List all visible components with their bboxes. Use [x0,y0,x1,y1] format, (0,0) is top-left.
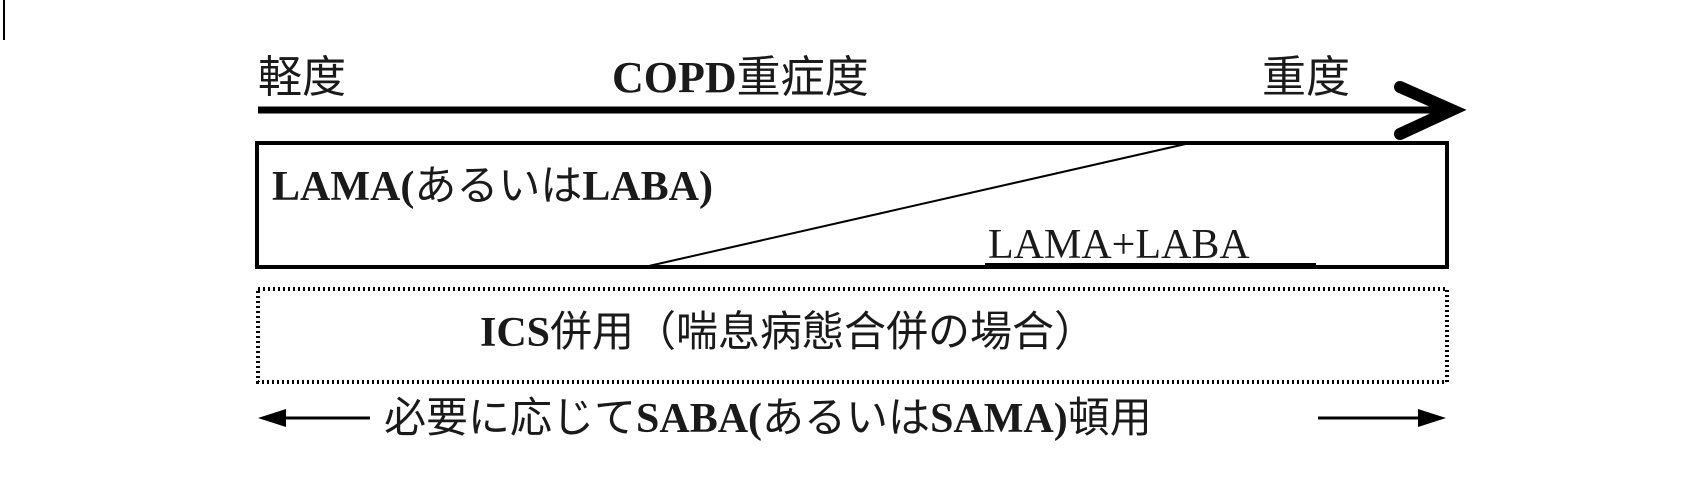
rescue-label: 必要に応じてSABA(あるいはSAMA)頓用 [384,398,1152,440]
severity-title-latin: COPD [612,53,737,102]
severity-title-jp: 重症度 [736,53,869,102]
lama-or-laba-p2: あるいは [414,164,583,210]
lama-or-laba-label: LAMA(あるいはLABA) [272,166,713,208]
rescue-label-p5: 頓用 [1067,396,1152,442]
lama-laba-label: LAMA+LABA [988,222,1250,268]
ics-box [256,287,1449,384]
severity-severe-label: 重度 [1262,53,1350,102]
therapy-divider-line [639,142,1191,269]
ics-label-p2: 併用（喘息病態合併の場合） [550,310,1097,356]
text-cursor-mark [3,0,5,40]
rescue-label-p2: SABA( [636,396,763,442]
lama-or-laba-p1: LAMA( [272,164,415,210]
therapy-box [255,141,1449,269]
severity-title: COPD重症度 [612,56,869,100]
rescue-label-p1: 必要に応じて [384,396,637,442]
ics-label: ICS併用（喘息病態合併の場合） [480,312,1096,354]
ics-label-p1: ICS [480,310,551,356]
rescue-arrow-left-head [258,409,286,427]
severity-mild-label: 軽度 [258,53,346,102]
rescue-label-p3: あるいは [762,396,931,442]
severity-arrow-head [1394,81,1467,140]
rescue-arrow-right-head [1418,409,1446,427]
rescue-label-p4: SAMA) [930,396,1068,442]
lama-or-laba-p3: LABA) [582,164,714,210]
